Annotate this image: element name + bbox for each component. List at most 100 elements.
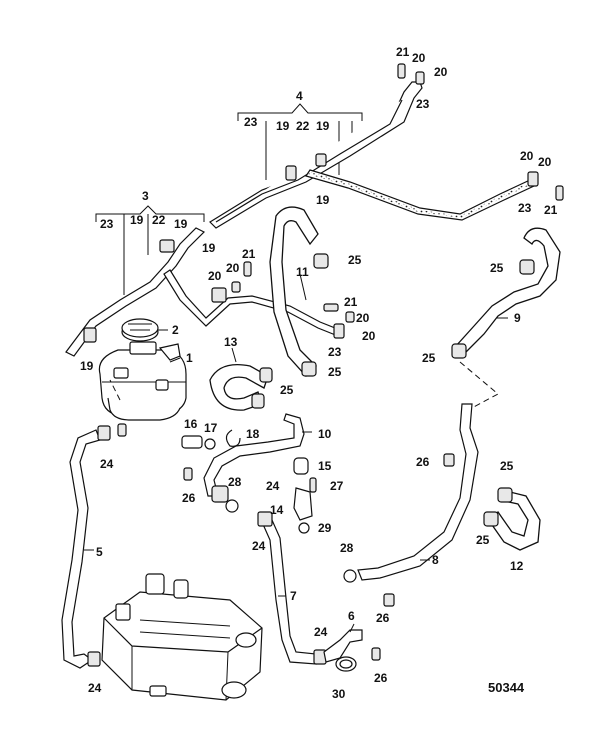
callout-11: 11: [296, 265, 309, 279]
tee-connector-icon: [159, 239, 175, 253]
clamp-icon: [285, 165, 297, 181]
callout-15: 15: [318, 459, 332, 473]
callout-3: 3: [142, 189, 149, 203]
callout-25: 25: [476, 533, 490, 547]
callout-22: 22: [152, 213, 166, 227]
callout-26: 26: [374, 671, 388, 685]
leader-lines: [84, 273, 508, 633]
bolt-icon: [555, 185, 564, 201]
callout-19: 19: [202, 241, 216, 255]
callout-6: 6: [348, 609, 355, 623]
callout-24: 24: [100, 457, 114, 471]
callout-20: 20: [412, 51, 426, 65]
sensor-14-icon: [293, 487, 313, 521]
callout-25: 25: [280, 383, 294, 397]
screw-27-icon: [309, 477, 317, 493]
callout-20: 20: [434, 65, 448, 79]
callout-8: 8: [432, 553, 439, 567]
callout-7: 7: [290, 589, 297, 603]
hose-assembly-4: [209, 71, 539, 229]
callout-4: 4: [296, 89, 303, 103]
cap-15-icon: [293, 457, 309, 475]
callout-22: 22: [296, 119, 310, 133]
bolt-icon: [443, 453, 455, 467]
fitting-icon: [527, 171, 539, 187]
clamp-icon: [497, 487, 513, 503]
callout-19: 19: [130, 213, 144, 227]
bolt-icon: [397, 63, 406, 79]
callout-14: 14: [270, 503, 284, 517]
sensor-parts: [181, 429, 317, 534]
o-ring-icon: [343, 569, 357, 583]
clamp-icon: [451, 343, 467, 359]
hose-12: [483, 487, 541, 551]
callout-26: 26: [182, 491, 196, 505]
bracket-3: [95, 205, 205, 295]
callout-23: 23: [518, 201, 532, 215]
callout-30: 30: [332, 687, 346, 701]
callout-25: 25: [328, 365, 342, 379]
callout-21: 21: [396, 45, 410, 59]
callout-5: 5: [96, 545, 103, 559]
clip-18-icon: [225, 429, 241, 447]
callout-16: 16: [184, 417, 198, 431]
callout-1: 1: [186, 351, 193, 365]
bolt-icon: [371, 647, 381, 661]
clamp-icon: [301, 361, 317, 377]
callout-2: 2: [172, 323, 179, 337]
callout-23: 23: [416, 97, 430, 111]
callout-10: 10: [318, 427, 332, 441]
heat-exchanger: [101, 573, 263, 701]
tube-10: [203, 413, 305, 513]
callout-20: 20: [520, 149, 534, 163]
bolt-26-icon: [183, 467, 193, 481]
clamp-icon: [97, 425, 111, 441]
hose-9: [451, 227, 561, 359]
callout-19: 19: [174, 217, 188, 231]
bolt-icon: [323, 303, 339, 312]
callout-24: 24: [252, 539, 266, 553]
callout-24: 24: [266, 479, 280, 493]
reservoir-cap: [121, 318, 159, 342]
callout-29: 29: [318, 521, 332, 535]
callout-21: 21: [242, 247, 256, 261]
callout-25: 25: [500, 459, 514, 473]
callout-19: 19: [276, 119, 290, 133]
callout-23: 23: [100, 217, 114, 231]
bolt-icon: [383, 593, 395, 607]
fitting-icon: [231, 281, 241, 293]
callout-26: 26: [416, 455, 430, 469]
callout-28: 28: [340, 541, 354, 555]
callout-21: 21: [544, 203, 558, 217]
callout-27: 27: [330, 479, 344, 493]
clamp-icon: [257, 511, 273, 527]
fitting-6: [323, 629, 381, 672]
washer-17-icon: [204, 438, 216, 450]
callout-19: 19: [316, 193, 330, 207]
fitting-icon: [415, 71, 425, 85]
o-ring-29-icon: [298, 522, 310, 534]
clamp-icon: [87, 651, 101, 667]
connector-icon: [315, 153, 327, 167]
callout-23: 23: [328, 345, 342, 359]
figure-number: 50344: [488, 680, 525, 695]
callout-17: 17: [204, 421, 218, 435]
callout-23: 23: [244, 115, 258, 129]
fitting-icon: [345, 311, 355, 323]
tee-connector-icon: [211, 287, 227, 303]
hose-assembly-3: [65, 227, 345, 357]
sensor-16-icon: [181, 435, 203, 449]
coolant-reservoir: [98, 341, 187, 421]
tube-8: [343, 403, 479, 607]
clamp-icon: [483, 511, 499, 527]
callout-19: 19: [316, 119, 330, 133]
callout-labels: 2 1 3 4 5 6 7 8 9 10 11 12 13 14 15 16 1…: [80, 45, 558, 701]
clamp-icon: [211, 485, 229, 503]
callout-28: 28: [228, 475, 242, 489]
callout-25: 25: [490, 261, 504, 275]
callout-20: 20: [538, 155, 552, 169]
hose-7: [257, 511, 327, 665]
fitting-icon: [117, 423, 127, 437]
callout-25: 25: [422, 351, 436, 365]
